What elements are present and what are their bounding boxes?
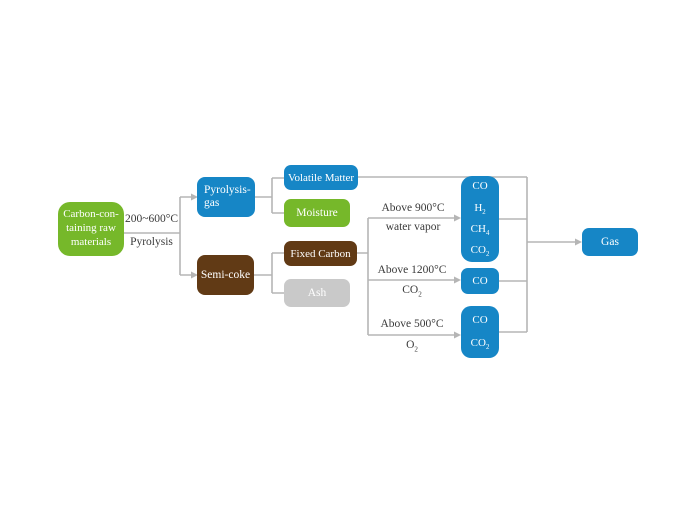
label-water-vapor: water vapor: [385, 221, 441, 233]
node-gas: Gas: [582, 228, 638, 256]
label-co2-reagent: CO2: [402, 284, 422, 299]
arrowhead-gas: [575, 238, 582, 246]
node-volatile-matter: Volatile Matter: [284, 165, 358, 190]
label-steam-temperature: Above 900°C: [381, 202, 445, 214]
node-moisture: Moisture: [284, 199, 350, 227]
edge-pyrogas-branch: [255, 177, 284, 214]
edge-raw-to-split: [124, 196, 191, 276]
node-products-co2-gasification: CO: [461, 268, 499, 294]
arrowhead-co2: [454, 276, 461, 284]
arrowhead-pyrolysis-gas: [191, 193, 198, 201]
arrowhead-o2: [454, 331, 461, 339]
label-o2-temperature: Above 500°C: [380, 318, 444, 330]
node-semi-coke: Semi-coke: [197, 255, 254, 295]
label-o2-reagent: O2: [406, 339, 418, 354]
edge-fixedcarbon-to-rail: [357, 218, 369, 335]
label-pyrolysis: Pyrolysis: [130, 236, 173, 248]
node-pyrolysis-gas: Pyrolysis-gas: [197, 177, 255, 217]
edge-bus: [526, 177, 575, 332]
label-co2-temperature: Above 1200°C: [377, 264, 447, 276]
node-fixed-carbon: Fixed Carbon: [284, 241, 357, 266]
node-ash: Ash: [284, 279, 350, 307]
arrowhead-steam: [454, 214, 461, 222]
arrowhead-semi-coke: [191, 271, 198, 279]
edge-semicoke-branch: [254, 252, 284, 294]
label-pyrolysis-temperature: 200~600°C: [125, 213, 178, 225]
